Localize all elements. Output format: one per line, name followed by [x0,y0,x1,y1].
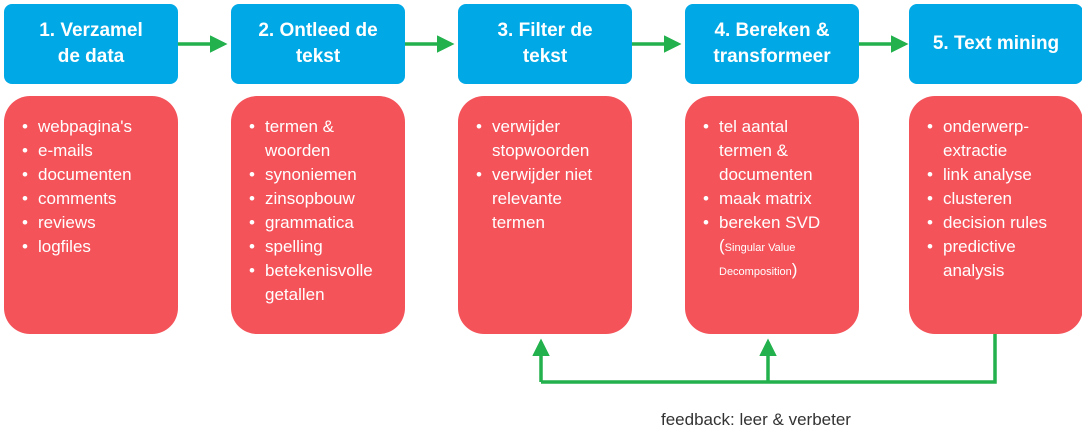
step-collect: 1. Verzamel de data [4,4,178,84]
list-item: reviews [20,211,170,235]
step-title-line1: 4. Bereken & [714,20,830,41]
note-line1: Singular Value [724,242,796,254]
step-title-line1: 5. Text mining [932,33,1060,54]
list-item: e-mails [20,139,170,163]
note-line2: Decomposition [719,266,792,278]
list-item: grammatica [247,211,397,235]
card-filter: verwijder stopwoorden verwijder niet rel… [458,96,632,334]
list-item: clusteren [925,187,1075,211]
list-item: bereken SVD [701,211,851,235]
note-close-paren: ) [791,260,798,279]
card-list: verwijder stopwoorden verwijder niet rel… [474,115,624,235]
list-item: zinsopbouw [247,187,397,211]
list-item: betekenisvolle getallen [247,259,397,307]
step-title-line1: 3. Filter de [497,20,593,41]
list-item: verwijder stopwoorden [474,115,624,163]
step-title-line2: de data [57,46,125,67]
list-item: synoniemen [247,163,397,187]
list-item: tel aantal termen & documenten [701,115,851,187]
card-list: webpagina's e-mails documenten comments … [20,115,170,259]
step-title-line2: tekst [522,46,568,67]
card-list: onderwerp- extractie link analyse cluste… [925,115,1075,283]
step-transform: 4. Bereken & transformeer [685,4,859,84]
step-title-line1: 1. Verzamel [39,20,143,41]
card-list: tel aantal termen & documenten maak matr… [701,115,851,235]
list-item: logfiles [20,235,170,259]
list-item: webpagina's [20,115,170,139]
list-item: decision rules [925,211,1075,235]
card-list: termen & woorden synoniemen zinsopbouw g… [247,115,397,307]
list-item: maak matrix [701,187,851,211]
card-parse: termen & woorden synoniemen zinsopbouw g… [231,96,405,334]
step-filter: 3. Filter de tekst [458,4,632,84]
feedback-label: feedback: leer & verbeter [661,410,851,429]
list-item: comments [20,187,170,211]
list-item: verwijder niet relevante termen [474,163,624,235]
step-text-mining: 5. Text mining [909,4,1082,84]
step-title-line2: transformeer [713,46,831,67]
step-title-line1: 2. Ontleed de [258,20,378,41]
step-title-line2: tekst [295,46,341,67]
list-item: link analyse [925,163,1075,187]
list-item: spelling [247,235,397,259]
feedback-loop-line [541,334,997,384]
step-parse: 2. Ontleed de tekst [231,4,405,84]
list-item: predictive analysis [925,235,1075,283]
list-item: termen & woorden [247,115,397,163]
card-collect: webpagina's e-mails documenten comments … [4,96,178,334]
card-text-mining: onderwerp- extractie link analyse cluste… [909,96,1082,334]
note-open-paren: ( [719,236,725,255]
list-item: onderwerp- extractie [925,115,1075,163]
svd-note: (Singular Value Decomposition) [701,235,851,283]
card-transform: tel aantal termen & documenten maak matr… [685,96,859,334]
list-item: documenten [20,163,170,187]
